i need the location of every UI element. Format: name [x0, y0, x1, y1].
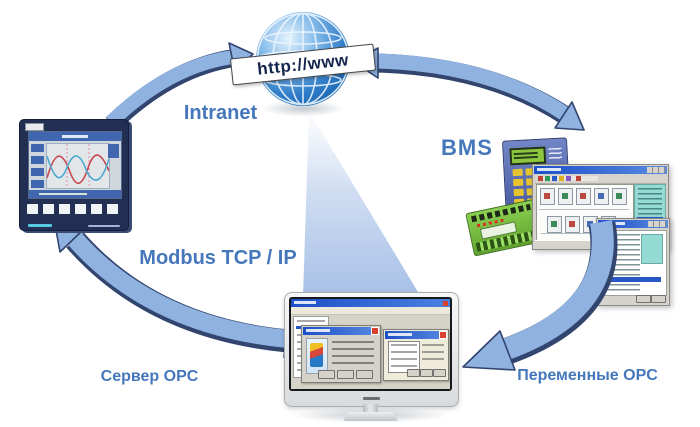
intranet-label: Intranet: [183, 102, 258, 124]
meter-model-tag: [25, 123, 44, 131]
close-icon: [371, 327, 379, 335]
list-dialog: [383, 329, 449, 381]
monitor-screen: [291, 299, 450, 389]
dialog-listbox: [388, 341, 420, 373]
monitor-bezel: [289, 297, 452, 391]
meter-screen-sidebox: [108, 144, 119, 158]
config-dialog: [301, 325, 381, 383]
opc-server-label: Сервер OPC: [100, 368, 199, 385]
dialog-button: [420, 369, 433, 377]
meter-caption-mark: [88, 225, 120, 227]
bms-label: BMS: [441, 135, 493, 160]
monitor-stand-neck: [363, 404, 378, 413]
window-controls: [648, 221, 666, 227]
close-icon: [439, 331, 447, 339]
parrot-image: [310, 343, 323, 367]
dialog-button: [651, 295, 666, 303]
meter-screen-header: [29, 132, 121, 141]
dialog-button: [337, 370, 354, 379]
meter-buttons: [27, 204, 121, 214]
opc-server-monitor: [284, 292, 459, 407]
meter-waveform-plot: [46, 143, 110, 189]
globe-shadow: [260, 100, 346, 117]
modbus-label: Modbus TCP / IP: [139, 247, 297, 269]
meter-brand-mark: [28, 224, 52, 227]
meter-screen: [28, 131, 122, 199]
arrow-bms-to-monitor: [462, 220, 618, 371]
dialog-form-lines: [332, 341, 374, 367]
app-titlebar: [291, 299, 450, 307]
window-controls: [647, 167, 665, 173]
power-meter-device: [19, 119, 129, 231]
monitor-stand-base: [343, 412, 398, 421]
window-toolbar: [535, 175, 666, 184]
meter-screen-statusbar: [29, 190, 121, 198]
dialog-button: [356, 370, 373, 379]
window-titlebar: [534, 166, 667, 174]
dialog-button: [433, 369, 446, 377]
dialog-image-panel: [306, 338, 328, 374]
app-menubar: [291, 307, 450, 315]
dialog-button: [318, 370, 335, 379]
meter-softkeys: [31, 144, 44, 194]
dialog-button: [407, 369, 420, 377]
monitor-brand-logo: [363, 397, 380, 400]
dialog-button: [636, 295, 651, 303]
opc-variables-label: Переменные OPC: [517, 367, 658, 384]
close-icon: [443, 301, 448, 306]
